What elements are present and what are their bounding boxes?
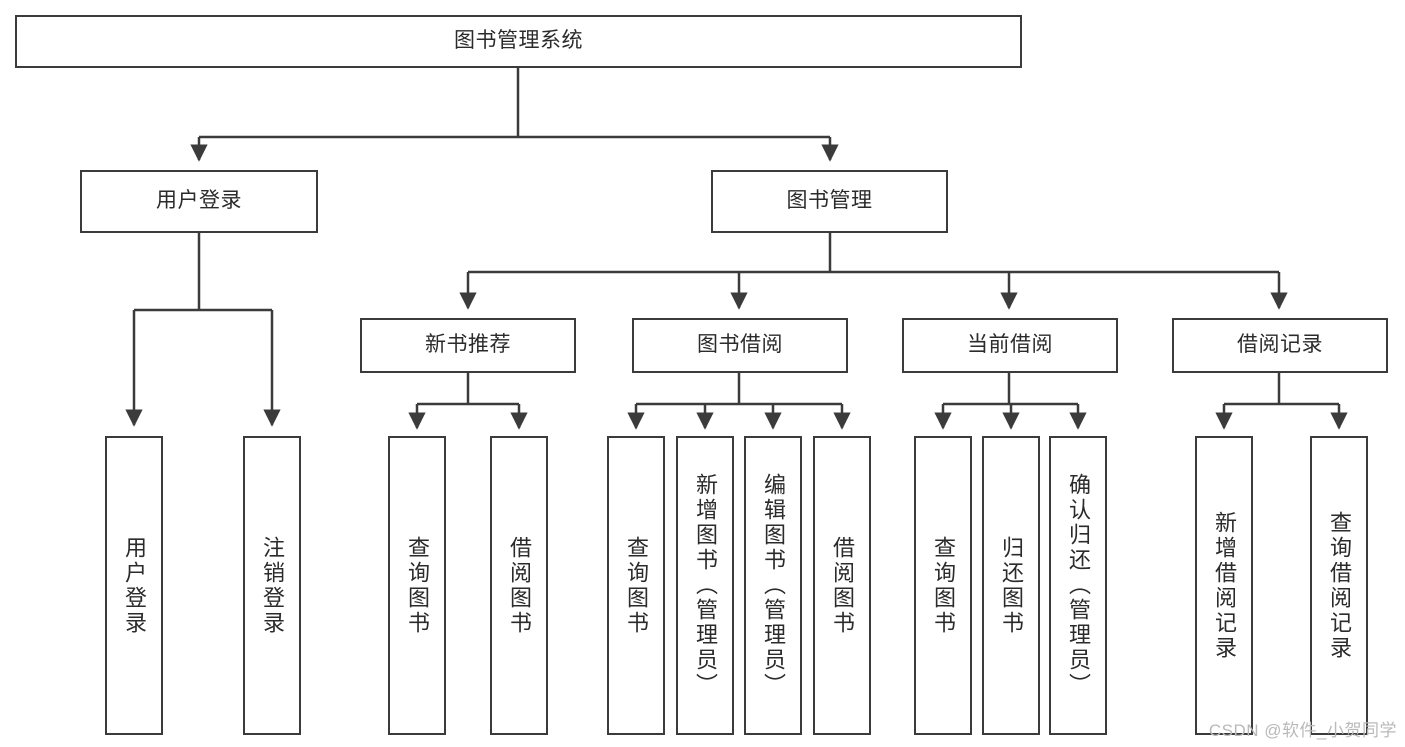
leaf-confirm-return-label: 确认归还（管理员） bbox=[1066, 473, 1091, 698]
leaf-edit-book[interactable]: 编辑图书（管理员） bbox=[744, 436, 802, 735]
node-user-login[interactable]: 用户登录 bbox=[80, 170, 318, 233]
leaf-query-book-newbook[interactable]: 查询图书 bbox=[388, 436, 446, 735]
node-new-book-recommend[interactable]: 新书推荐 bbox=[360, 318, 576, 373]
leaf-return-book[interactable]: 归还图书 bbox=[982, 436, 1040, 735]
leaf-borrow-book-newbook-label: 借阅图书 bbox=[507, 535, 532, 636]
node-borrow-record-label: 借阅记录 bbox=[1237, 333, 1323, 357]
node-book-management-label: 图书管理 bbox=[786, 189, 873, 213]
node-book-management[interactable]: 图书管理 bbox=[711, 170, 948, 233]
node-root[interactable]: 图书管理系统 bbox=[15, 15, 1022, 68]
leaf-logout[interactable]: 注销登录 bbox=[243, 436, 301, 735]
leaf-add-book[interactable]: 新增图书（管理员） bbox=[676, 436, 734, 735]
leaf-query-book-newbook-label: 查询图书 bbox=[405, 535, 430, 636]
leaf-add-borrow-record[interactable]: 新增借阅记录 bbox=[1195, 436, 1253, 735]
node-new-book-recommend-label: 新书推荐 bbox=[425, 333, 511, 357]
node-book-borrow[interactable]: 图书借阅 bbox=[632, 318, 848, 373]
leaf-borrow-book-borrow[interactable]: 借阅图书 bbox=[813, 436, 871, 735]
leaf-borrow-book-borrow-label: 借阅图书 bbox=[830, 535, 855, 636]
node-current-borrow-label: 当前借阅 bbox=[967, 333, 1053, 357]
node-user-login-label: 用户登录 bbox=[156, 189, 242, 213]
leaf-logout-label: 注销登录 bbox=[260, 535, 285, 636]
node-root-label: 图书管理系统 bbox=[454, 29, 583, 53]
leaf-edit-book-label: 编辑图书（管理员） bbox=[761, 473, 786, 698]
leaf-add-borrow-record-label: 新增借阅记录 bbox=[1212, 510, 1237, 661]
leaf-user-login-label: 用户登录 bbox=[122, 535, 147, 636]
node-book-borrow-label: 图书借阅 bbox=[697, 333, 783, 357]
leaf-add-book-label: 新增图书（管理员） bbox=[693, 473, 718, 698]
leaf-return-book-label: 归还图书 bbox=[999, 535, 1024, 636]
node-borrow-record[interactable]: 借阅记录 bbox=[1172, 318, 1388, 373]
node-current-borrow[interactable]: 当前借阅 bbox=[902, 318, 1118, 373]
leaf-query-book-borrow[interactable]: 查询图书 bbox=[607, 436, 665, 735]
leaf-user-login[interactable]: 用户登录 bbox=[105, 436, 163, 735]
leaf-query-borrow-record[interactable]: 查询借阅记录 bbox=[1310, 436, 1368, 735]
leaf-query-book-current-label: 查询图书 bbox=[931, 535, 956, 636]
leaf-confirm-return[interactable]: 确认归还（管理员） bbox=[1049, 436, 1107, 735]
leaf-borrow-book-newbook[interactable]: 借阅图书 bbox=[490, 436, 548, 735]
leaf-query-book-current[interactable]: 查询图书 bbox=[914, 436, 972, 735]
leaf-query-book-borrow-label: 查询图书 bbox=[624, 535, 649, 636]
leaf-query-borrow-record-label: 查询借阅记录 bbox=[1327, 510, 1352, 661]
